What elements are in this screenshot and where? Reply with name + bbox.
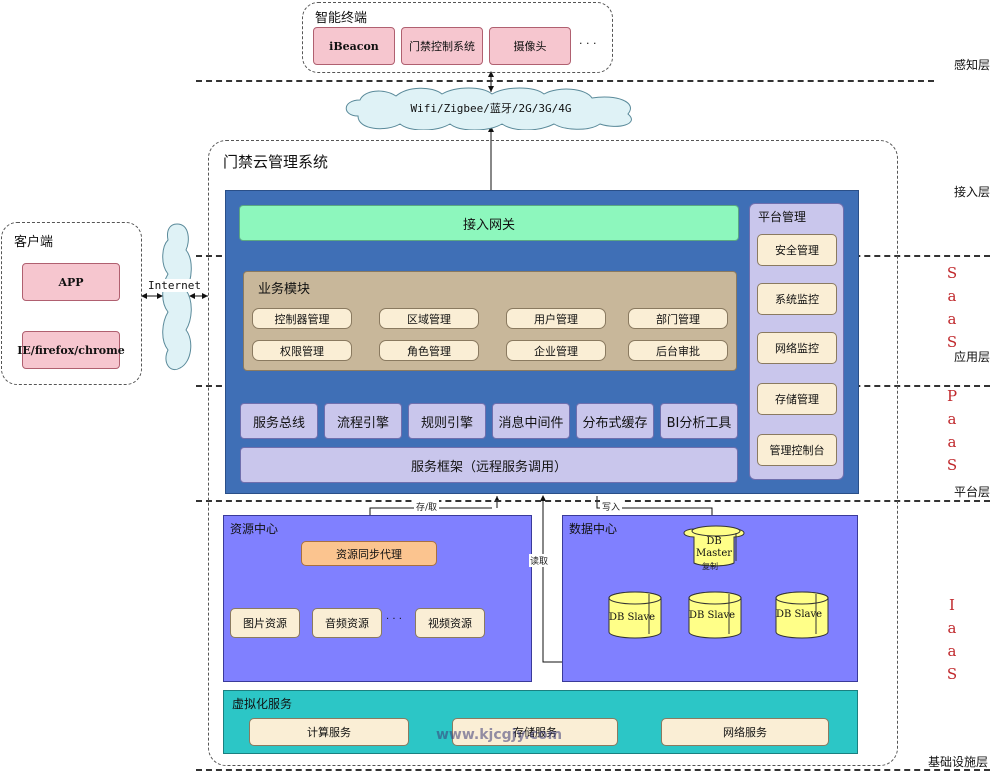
db-slave-cylinder-2 [688, 591, 742, 639]
compute-service: 计算服务 [249, 718, 409, 746]
smart-terminal-group: 智能终端 iBeacon 门禁控制系统 摄像头 · · · [302, 2, 613, 73]
system-title: 门禁云管理系统 [223, 153, 329, 171]
internet-label: Internet [146, 279, 203, 292]
business-module: 业务模块 控制器管理 区域管理 用户管理 部门管理 权限管理 角色管理 企业管理… [243, 271, 737, 371]
client-title: 客户端 [14, 235, 54, 250]
distributed-cache: 分布式缓存 [576, 403, 654, 439]
service-bus: 服务总线 [240, 403, 318, 439]
network-monitor: 网络监控 [757, 332, 837, 364]
db-slave-cylinder-3 [775, 591, 829, 639]
read-label: 读取 [529, 554, 550, 567]
virtualization-title: 虚拟化服务 [232, 697, 293, 711]
db-slave-1: DB Slave [608, 612, 656, 623]
client-group: 客户端 APP IE/firefox/chrome [1, 222, 142, 385]
chip-user-mgmt: 用户管理 [506, 308, 606, 329]
management-console: 管理控制台 [757, 434, 837, 466]
platform-management-title: 平台管理 [758, 210, 807, 224]
business-module-title: 业务模块 [258, 282, 311, 297]
replicate-label: 复制 [702, 562, 718, 571]
chip-role-mgmt: 角色管理 [379, 340, 479, 361]
image-resource: 图片资源 [230, 608, 300, 638]
smart-terminal-title: 智能终端 [315, 11, 368, 26]
watermark: www.kjcgjy.com [436, 727, 563, 743]
db-slave-cylinder-1 [608, 591, 662, 639]
chip-controller-mgmt: 控制器管理 [252, 308, 352, 329]
paas-tier-label: P a a S [946, 387, 958, 474]
video-resource: 视频资源 [415, 608, 485, 638]
wireless-cloud-label: Wifi/Zigbee/蓝牙/2G/3G/4G [410, 102, 572, 115]
platform-management: 平台管理 安全管理 系统监控 网络监控 存储管理 管理控制台 [749, 203, 844, 480]
layer-label-perception: 感知层 [954, 58, 991, 72]
bi-analysis-tool: BI分析工具 [660, 403, 738, 439]
chip-dept-mgmt: 部门管理 [628, 308, 728, 329]
chip-enterprise-mgmt: 企业管理 [506, 340, 606, 361]
service-framework: 服务框架（远程服务调用） [240, 447, 738, 483]
write-label: 写入 [600, 500, 623, 513]
divider-infrastructure [196, 769, 990, 771]
divider-perception [196, 80, 934, 82]
layer-label-platform: 平台层 [954, 485, 991, 499]
system-monitor: 系统监控 [757, 283, 837, 315]
camera-node: 摄像头 [489, 27, 571, 65]
internet-cloud-shape [162, 223, 192, 370]
workflow-engine: 流程引擎 [324, 403, 402, 439]
db-slave-3: DB Slave [775, 609, 823, 620]
layer-label-access: 接入层 [954, 185, 991, 199]
wireless-cloud-shape [345, 87, 632, 130]
resource-ellipsis: · · · [386, 614, 402, 625]
storage-service: 存储服务 [452, 718, 618, 746]
ibeacon-node: iBeacon [313, 27, 395, 65]
db-slave-2: DB Slave [688, 610, 736, 621]
saas-tier-label: S a a S [946, 264, 958, 351]
data-center-title: 数据中心 [569, 522, 618, 536]
storage-mgmt: 存储管理 [757, 383, 837, 415]
divider-platform [196, 500, 990, 502]
system-frame: 门禁云管理系统 [208, 140, 898, 766]
access-gateway: 接入网关 [239, 205, 739, 241]
layer-label-infrastructure: 基础设施层 [928, 755, 989, 769]
chip-area-mgmt: 区域管理 [379, 308, 479, 329]
access-control-node: 门禁控制系统 [401, 27, 483, 65]
iaas-tier-label: I a a S [946, 596, 958, 683]
security-mgmt: 安全管理 [757, 234, 837, 266]
network-service: 网络服务 [661, 718, 829, 746]
app-node: APP [22, 263, 120, 301]
resource-sync-proxy: 资源同步代理 [301, 541, 437, 566]
store-fetch-label: 存/取 [414, 500, 440, 513]
layer-label-application: 应用层 [954, 350, 991, 364]
chip-backend-approval: 后台审批 [628, 340, 728, 361]
db-master-label: DB Master [695, 536, 733, 559]
browser-node: IE/firefox/chrome [17, 331, 125, 369]
audio-resource: 音频资源 [312, 608, 382, 638]
terminal-ellipsis: · · · [579, 37, 597, 50]
resource-center-title: 资源中心 [230, 522, 279, 536]
db-master-cylinder [683, 525, 745, 567]
message-middleware: 消息中间件 [492, 403, 570, 439]
rule-engine: 规则引擎 [408, 403, 486, 439]
chip-permission-mgmt: 权限管理 [252, 340, 352, 361]
